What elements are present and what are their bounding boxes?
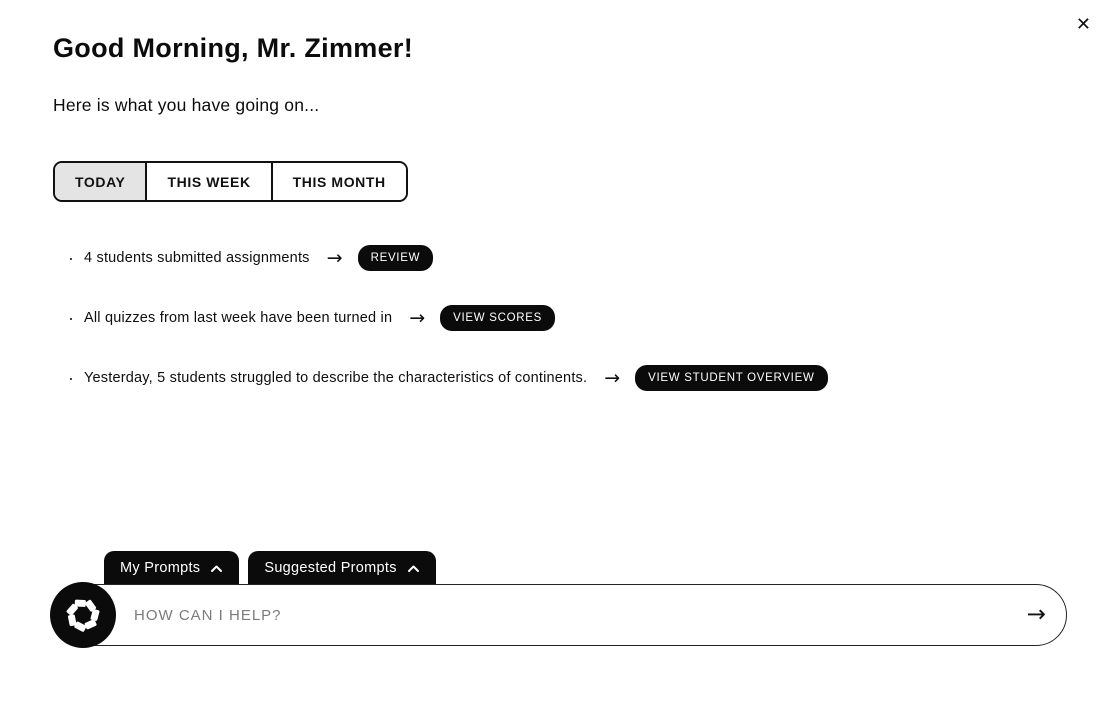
prompt-tabs: My Prompts Suggested Prompts [104,551,436,585]
chat-input-bar: → [53,584,1067,646]
greeting-subtitle: Here is what you have going on... [53,95,320,115]
suggested-prompts-tab[interactable]: Suggested Prompts [248,551,436,585]
chevron-up-icon [407,564,420,573]
bullet-icon: · [68,308,74,328]
tab-today[interactable]: TODAY [55,163,146,200]
chat-input[interactable] [134,606,1006,624]
close-icon[interactable]: ✕ [1075,14,1091,35]
events-list: · 4 students submitted assignments → REV… [53,245,828,391]
view-scores-button[interactable]: VIEW SCORES [440,305,556,331]
event-text: 4 students submitted assignments [84,250,310,266]
review-button[interactable]: REVIEW [357,245,434,271]
arrow-right-icon: → [409,306,426,329]
my-prompts-tab[interactable]: My Prompts [104,551,240,585]
bullet-icon: · [68,368,74,388]
period-segmented-control: TODAY THIS WEEK THIS MONTH [53,161,408,202]
my-prompts-label: My Prompts [120,560,201,576]
list-item: · 4 students submitted assignments → REV… [53,245,828,271]
assistant-logo [50,582,116,648]
arrow-right-icon: → [326,246,343,269]
bullet-icon: · [68,248,74,268]
greeting-title: Good Morning, Mr. Zimmer! [53,33,413,63]
event-text: All quizzes from last week have been tur… [84,310,393,326]
tab-this-week[interactable]: THIS WEEK [145,163,271,200]
arrow-right-icon: → [604,366,621,389]
view-student-overview-button[interactable]: VIEW STUDENT OVERVIEW [635,365,828,391]
send-arrow-icon[interactable]: → [1026,601,1046,628]
list-item: · Yesterday, 5 students struggled to des… [53,365,828,391]
tab-this-month[interactable]: THIS MONTH [270,163,406,200]
list-item: · All quizzes from last week have been t… [53,305,828,331]
chevron-up-icon [210,564,223,573]
suggested-prompts-label: Suggested Prompts [264,560,397,576]
event-text: Yesterday, 5 students struggled to descr… [84,370,588,386]
